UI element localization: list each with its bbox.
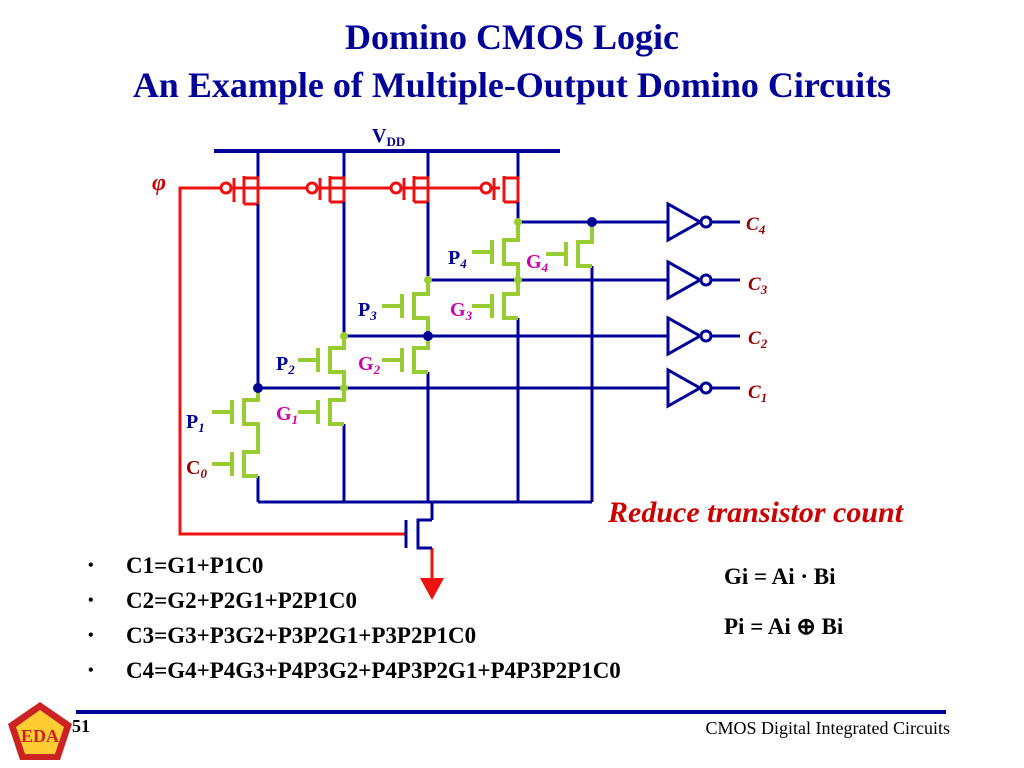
bullet-dot: • [88, 592, 94, 609]
eda-logo: EDA [8, 702, 72, 760]
phi-label: φ [152, 170, 166, 196]
equation-text: C2=G2+P2G1+P2P1C0 [126, 588, 357, 613]
output-c2-label: C2 [748, 328, 768, 351]
p1-label: P1 [186, 411, 205, 435]
clock-line [178, 186, 500, 600]
carry-equations-list: • C1=G1+P1C0 • C2=G2+P2G1+P2P1C0 • C3=G3+P3… [88, 548, 621, 688]
bullet-dot: • [88, 627, 94, 644]
equation-c2: • C2=G2+P2G1+P2P1C0 [88, 583, 621, 618]
page-number: 51 [72, 716, 90, 736]
propagate-definition: Pi = Ai ⊕ Bi [724, 614, 844, 639]
precharge-pmos-1 [219, 176, 260, 206]
precharge-pmos-4 [479, 176, 520, 204]
p3-label: P3 [358, 299, 377, 323]
p2-label: P2 [276, 353, 295, 377]
equation-text: C3=G3+P3G2+P3P2G1+P3P2P1C0 [126, 623, 477, 648]
slide-title-line1: Domino CMOS Logic [344, 17, 679, 57]
output-c1-label: C1 [748, 382, 767, 405]
nmos-network [212, 222, 594, 478]
junction-dots [253, 217, 597, 393]
equation-text: C4=G4+P4G3+P4P3G2+P4P3P2G1+P4P3P2P1C0 [126, 658, 621, 683]
equation-text: C1=G1+P1C0 [126, 553, 264, 578]
vdd-label: VDD [372, 125, 405, 149]
domino-circuit-diagram: VDD φ P1 P2 P3 P4 G1 G2 G3 G4 C0 C4 C3 C… [152, 125, 768, 600]
evaluation-nmos [404, 518, 432, 550]
slide-title-line2: An Example of Multiple-Output Domino Cir… [132, 65, 892, 105]
precharge-pmos-2 [305, 176, 346, 204]
g1-label: G1 [276, 403, 298, 427]
g2-label: G2 [358, 353, 381, 377]
node-wires [256, 202, 668, 520]
precharge-pmos-3 [389, 176, 430, 204]
bullet-dot: • [88, 557, 94, 574]
c0-label: C0 [186, 457, 207, 481]
output-c3-label: C3 [748, 274, 768, 297]
vdd-rail [214, 149, 560, 178]
equation-c4: • C4=G4+P4G3+P4P3G2+P4P3P2G1+P4P3P2P1C0 [88, 653, 621, 688]
reduce-transistor-callout: Reduce transistor count [608, 496, 904, 529]
generate-definition: Gi = Ai · Bi [724, 564, 836, 589]
footer-rule [76, 710, 946, 714]
inverters [666, 201, 740, 409]
footer-text: CMOS Digital Integrated Circuits [705, 718, 950, 738]
g4-label: G4 [526, 251, 549, 275]
g3-label: G3 [450, 299, 473, 323]
output-c4-label: C4 [746, 214, 766, 237]
p4-label: P4 [448, 247, 467, 271]
logo-text: EDA [21, 726, 59, 746]
equation-c3: • C3=G3+P3G2+P3P2G1+P3P2P1C0 [88, 618, 621, 653]
bullet-dot: • [88, 662, 94, 679]
equation-c1: • C1=G1+P1C0 [88, 548, 621, 583]
